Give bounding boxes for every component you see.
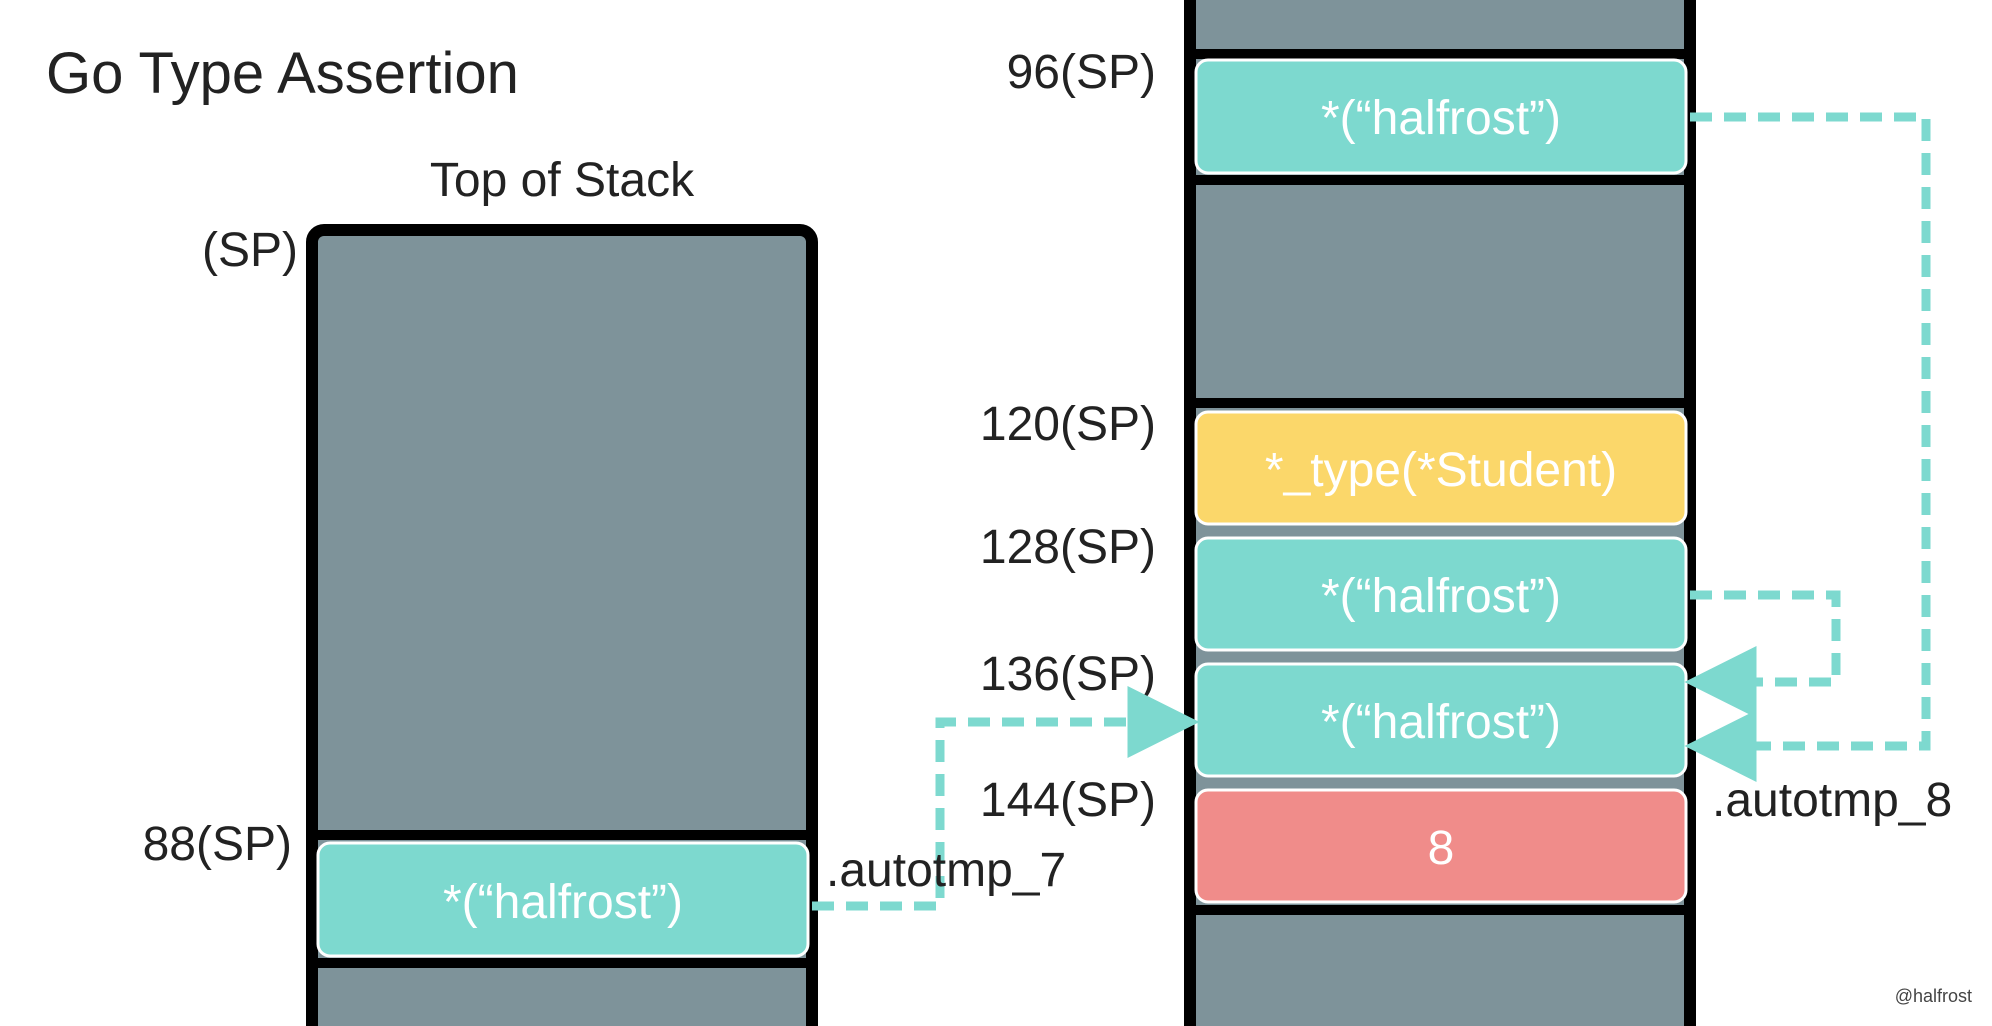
left-stack-cell: [316, 841, 810, 958]
right-stack-cell-label: *(“halfrost”): [1321, 570, 1561, 623]
arrow-left-to-right: [812, 686, 1200, 911]
right-offset-label: 136(SP): [980, 648, 1156, 701]
right-stack-cell: [1194, 788, 1688, 904]
right-stack-cell: [1194, 536, 1688, 652]
right-stack-cell-label: *_type(*Student): [1265, 444, 1617, 497]
arrow-96-to-136: [1684, 112, 1931, 782]
right-offset-label: 144(SP): [980, 774, 1156, 827]
left-stack: *(“halfrost”): [306, 224, 818, 1026]
credit-label: @halfrost: [1895, 986, 1972, 1006]
right-stack-cell-label: 8: [1428, 822, 1455, 875]
var-label-autotmp-7: .autotmp_7: [826, 844, 1066, 897]
right-stack-cell: [1194, 58, 1688, 175]
right-stack-cell-label: *(“halfrost”): [1321, 696, 1561, 749]
right-offset-label: 120(SP): [980, 398, 1156, 451]
right-offset-label: 96(SP): [1007, 46, 1156, 99]
left-stack-body: [306, 224, 818, 1026]
var-label-autotmp-8: .autotmp_8: [1712, 774, 1952, 827]
left-stack-cell-label: *(“halfrost”): [443, 876, 683, 929]
page-title: Go Type Assertion: [46, 41, 519, 106]
stack-header: Top of Stack: [430, 154, 695, 207]
right-stack-cell: [1194, 410, 1688, 526]
left-offset-label: (SP): [202, 224, 298, 277]
right-offset-label: 128(SP): [980, 521, 1156, 574]
arrow-128-to-136: [1684, 590, 1841, 718]
left-offset-label: 88(SP): [143, 818, 292, 871]
right-stack: *(“halfrost”) *_type(*Student) *(“halfro…: [1184, 0, 1696, 1026]
right-stack-cell-label: *(“halfrost”): [1321, 92, 1561, 145]
